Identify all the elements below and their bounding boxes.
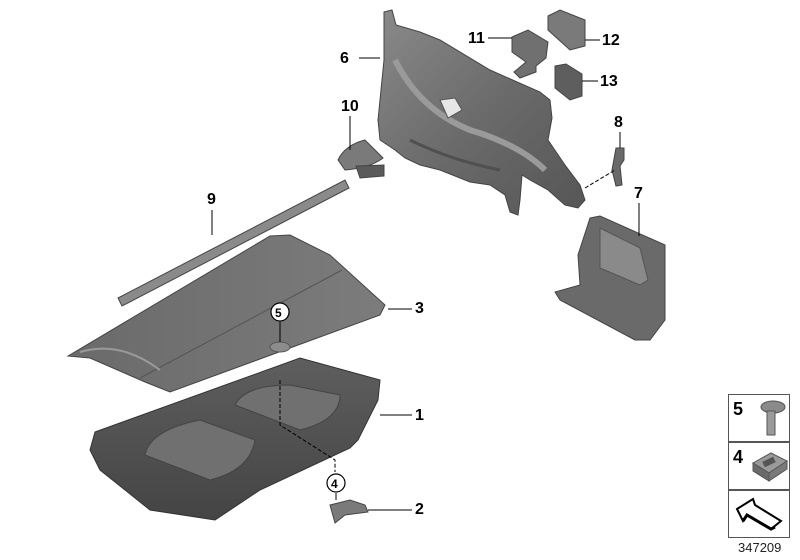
legend-item-arrow [728,490,790,538]
part-10-cap [337,139,385,179]
leader-lines [211,37,640,511]
callout-7: 7 [634,185,643,202]
part-8-clip [584,147,625,189]
callout-11: 11 [468,30,485,47]
callout-12: 12 [602,32,620,49]
callout-4: 4 [331,477,338,491]
legend-item-5: 5 [728,394,790,442]
legend-number: 5 [733,399,744,419]
part-11-bracket [511,29,549,79]
legend-item-4: 4 [728,442,790,490]
callout-13: 13 [600,73,618,90]
part-12-cover [547,9,586,51]
document-id: 347209 [738,540,782,555]
circled-callout-4 [326,473,346,493]
clip-screw-icon [760,400,786,436]
clip-nut-icon [752,452,788,482]
part-13-cover [554,63,583,101]
part-6-side-trim-panel [377,9,586,216]
part-2-bracket [329,499,369,524]
callout-6: 6 [340,50,349,67]
part-1-tray [89,357,381,521]
part-9-rod [117,179,350,307]
arrow-icon [735,497,783,531]
callout-2: 2 [415,501,424,518]
callout-3: 3 [415,300,424,317]
callout-10: 10 [341,98,359,115]
callout-5: 5 [275,306,282,320]
callout-1: 1 [415,407,424,424]
legend-number: 4 [733,447,744,467]
callout-9: 9 [207,191,216,208]
callout-8: 8 [614,114,623,131]
circled-callout-5 [270,302,290,322]
part-3-shelf [66,234,386,393]
part-7-trim-cover [554,215,666,341]
